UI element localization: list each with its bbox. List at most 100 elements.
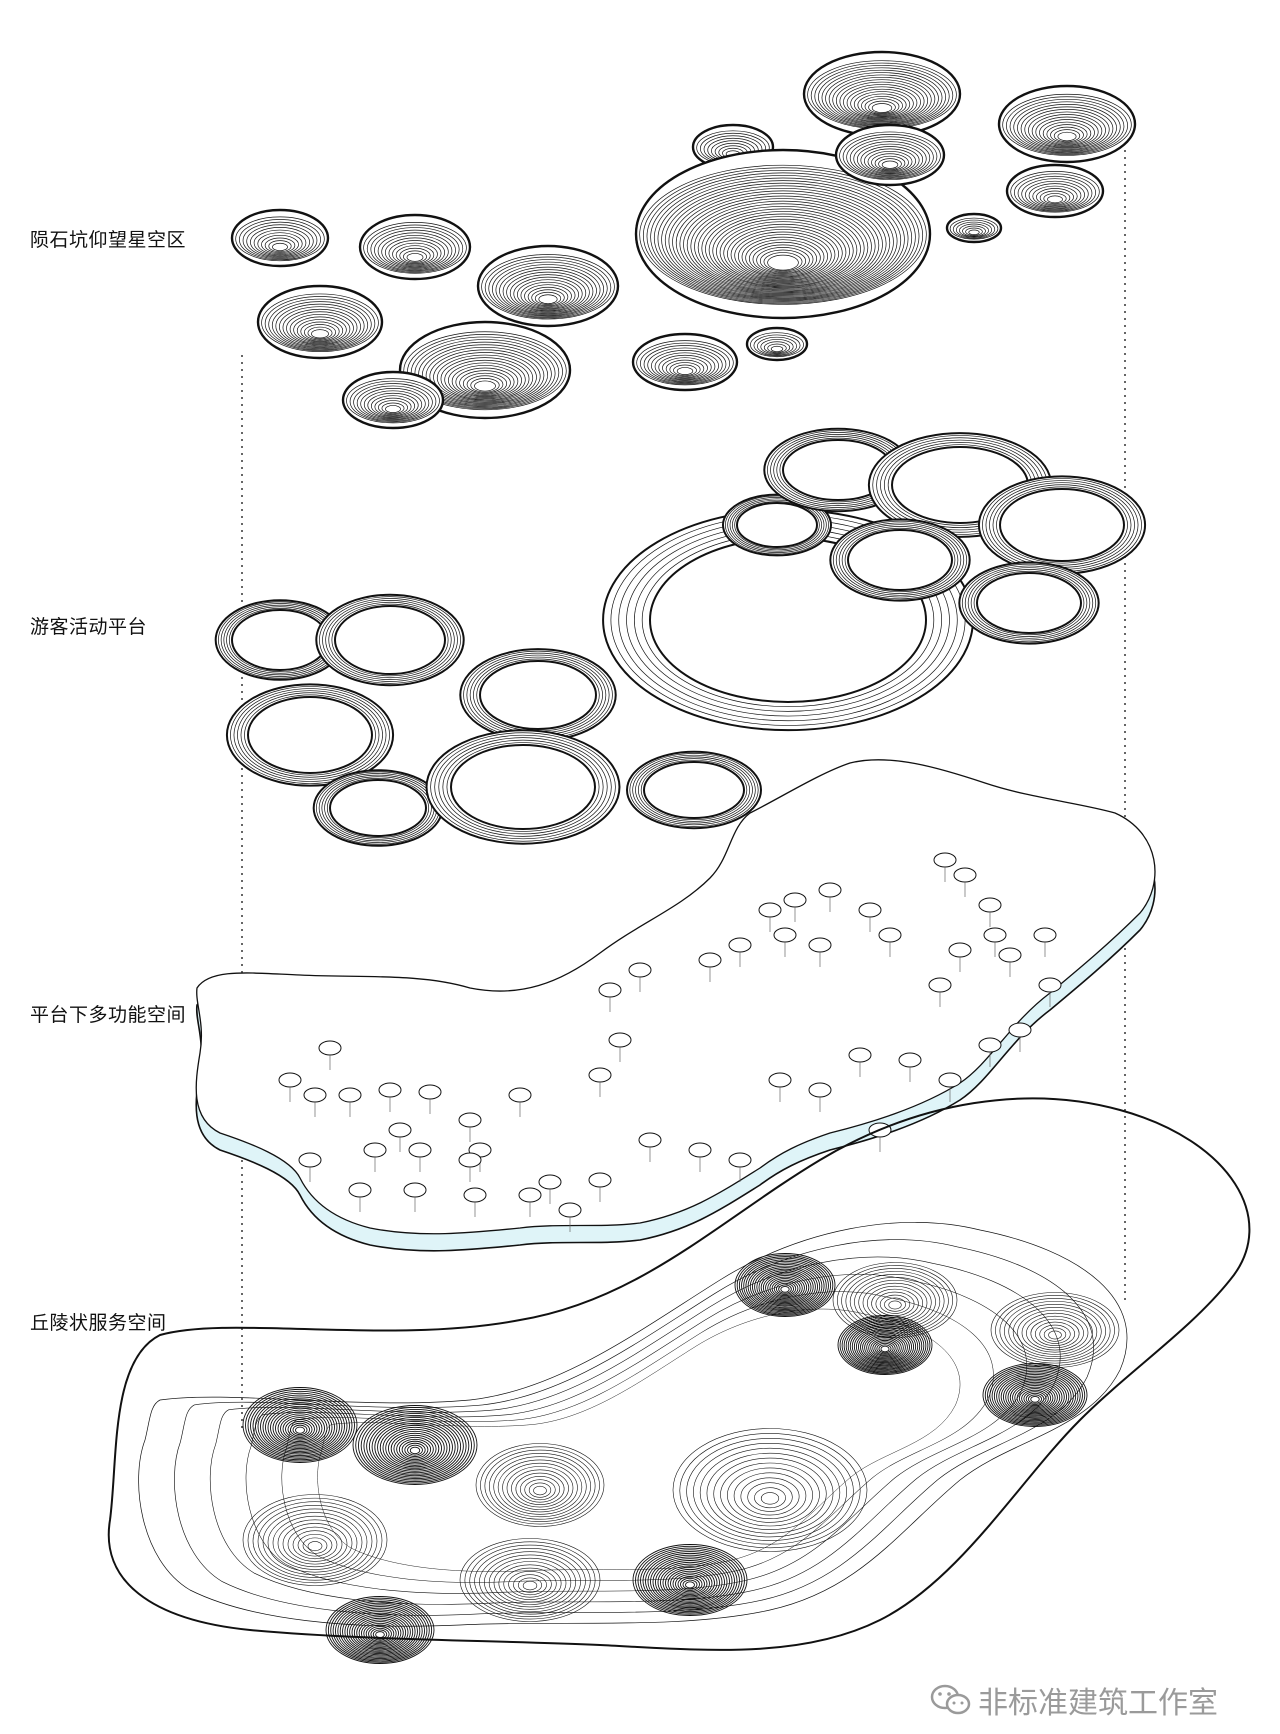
crater-bowl <box>476 244 620 328</box>
column <box>898 1052 922 1082</box>
contour-mound <box>475 1443 605 1527</box>
column <box>783 892 807 922</box>
crater-bowl <box>341 370 445 430</box>
column <box>998 947 1022 977</box>
label-hill: 丘陵状服务空间 <box>30 1312 167 1334</box>
column <box>598 982 622 1012</box>
column <box>518 1187 542 1217</box>
platform-ring <box>626 750 762 830</box>
column <box>983 927 1007 957</box>
platform-ring <box>312 769 444 847</box>
column <box>848 1047 872 1077</box>
crater-bowl <box>230 208 330 268</box>
column <box>858 902 882 932</box>
column <box>758 902 782 932</box>
column <box>953 867 977 897</box>
column <box>558 1202 582 1232</box>
column <box>458 1112 482 1142</box>
column <box>278 1072 302 1102</box>
label-multifunction: 平台下多功能空间 <box>30 1004 187 1026</box>
platform-layer <box>214 427 1147 847</box>
contour-band <box>245 1274 1027 1594</box>
platform-ring <box>225 683 395 787</box>
column <box>318 1040 342 1070</box>
column <box>978 897 1002 927</box>
column <box>403 1182 427 1212</box>
column <box>378 1082 402 1112</box>
contour-mound <box>459 1538 601 1622</box>
column <box>818 882 842 912</box>
multifunction-slab-top <box>195 759 1156 1235</box>
column <box>808 1082 832 1112</box>
contour-band <box>281 1291 994 1583</box>
column <box>588 1172 612 1202</box>
multifunction-layer <box>195 759 1156 1252</box>
column <box>948 942 972 972</box>
label-platform: 游客活动平台 <box>30 616 148 638</box>
column <box>388 1122 412 1152</box>
column <box>608 1032 632 1062</box>
contour-band <box>317 1308 961 1572</box>
column <box>978 1037 1002 1067</box>
contour-band <box>138 1222 1128 1627</box>
column <box>773 927 797 957</box>
column <box>808 937 832 967</box>
column <box>418 1084 442 1114</box>
column <box>638 1132 662 1162</box>
crater-bowl <box>802 50 962 138</box>
column <box>1038 977 1062 1007</box>
platform-ring <box>214 599 346 681</box>
crater-bowl <box>997 84 1137 164</box>
crater-bowl <box>745 326 809 362</box>
column <box>688 1142 712 1172</box>
crater-bowl <box>634 148 932 320</box>
contour-mound <box>632 1544 748 1616</box>
hill-boundary <box>107 1097 1251 1651</box>
contour-band <box>209 1256 1061 1605</box>
hill-layer <box>107 1097 1251 1664</box>
column <box>348 1182 372 1212</box>
platform-ring <box>425 729 621 845</box>
contour-mound <box>242 1387 358 1463</box>
column <box>303 1087 327 1117</box>
contour-mound <box>837 1315 933 1375</box>
contour-mound <box>672 1428 868 1552</box>
platform-ring <box>958 561 1100 645</box>
crater-layer <box>230 50 1137 430</box>
column <box>728 937 752 967</box>
wechat-icon <box>930 1684 971 1715</box>
crater-bowl <box>256 284 384 360</box>
column <box>1008 1022 1032 1052</box>
crater-bowl <box>945 212 1003 244</box>
column <box>933 852 957 882</box>
contour-mound <box>982 1363 1088 1427</box>
column <box>728 1152 752 1182</box>
watermark: 非标准建筑工作室 <box>930 1678 1218 1722</box>
column <box>628 962 652 992</box>
column <box>508 1087 532 1117</box>
contour-mound <box>325 1596 435 1664</box>
column <box>928 977 952 1007</box>
crater-bowl <box>358 213 472 281</box>
column <box>458 1152 482 1182</box>
platform-ring <box>459 648 617 742</box>
column <box>878 927 902 957</box>
platform-ring <box>829 518 971 602</box>
column <box>588 1067 612 1097</box>
contour-mound <box>352 1405 478 1485</box>
platform-ring <box>722 493 832 557</box>
platform-ring <box>315 593 465 687</box>
crater-bowl <box>631 332 739 392</box>
label-crater: 陨石坑仰望星空区 <box>30 229 187 251</box>
column <box>463 1187 487 1217</box>
column <box>408 1142 432 1172</box>
column <box>1033 927 1057 957</box>
column <box>538 1174 562 1204</box>
column <box>338 1087 362 1117</box>
watermark-text: 非标准建筑工作室 <box>978 1686 1218 1721</box>
column <box>768 1072 792 1102</box>
contour-mound <box>242 1494 388 1586</box>
column <box>698 952 722 982</box>
column <box>298 1152 322 1182</box>
